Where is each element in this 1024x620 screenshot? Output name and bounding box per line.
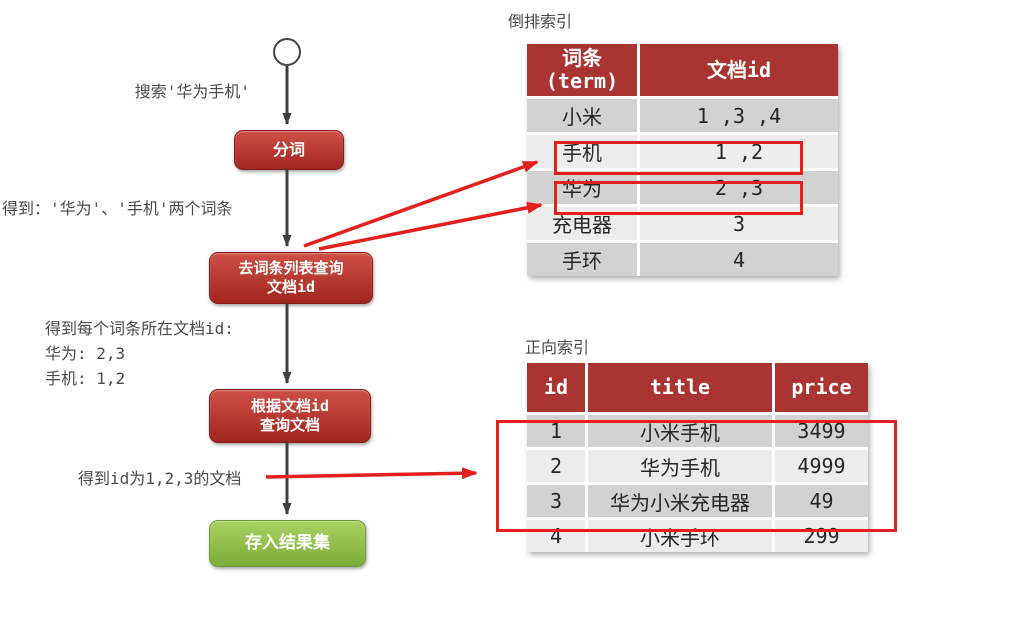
forward_index-cell-1-2: 4999 xyxy=(772,447,868,482)
inverted_index-cell-4-1: 4 xyxy=(637,240,838,276)
inverted-index-title: 倒排索引 xyxy=(508,12,573,31)
inverted_index-cell-0-1: 1 ,3 ,4 xyxy=(637,96,838,132)
forward_index-header-2: price xyxy=(772,363,868,412)
forward_index-cell-1-1: 华为手机 xyxy=(585,447,772,482)
forward_index-cell-1-0: 2 xyxy=(527,447,585,482)
note-result-docs: 得到id为1,2,3的文档 xyxy=(78,469,242,488)
forward_index-cell-2-0: 3 xyxy=(527,482,585,517)
step-tokenize: 分词 xyxy=(234,130,344,170)
highlight-rect-term-huawei xyxy=(554,181,803,215)
step-store-results: 存入结果集 xyxy=(209,520,366,567)
inverted_index-header-0: 词条 (term) xyxy=(527,44,637,96)
note-doc-ids: 得到每个词条所在文档id: 华为: 2,3 手机: 1,2 xyxy=(45,319,234,388)
start-node xyxy=(273,38,301,66)
inverted_index-header-1: 文档id xyxy=(637,44,838,96)
inverted_index-cell-3-1: 3 xyxy=(637,204,838,240)
inverted_index-cell-3-0: 充电器 xyxy=(527,204,637,240)
annotation-arrow-huawei xyxy=(318,201,543,251)
forward-index-title: 正向索引 xyxy=(525,338,590,357)
forward_index-cell-0-1: 小米手机 xyxy=(585,412,772,447)
note-two-terms: 得到：'华为'、'手机'两个词条 xyxy=(2,199,233,218)
forward_index-cell-0-2: 3499 xyxy=(772,412,868,447)
forward_index-header-0: id xyxy=(527,363,585,412)
note-search-query: 搜索'华为手机' xyxy=(134,82,250,101)
highlight-rect-doc-rows xyxy=(496,420,897,532)
forward_index-cell-2-1: 华为小米充电器 xyxy=(585,482,772,517)
inverted_index-cell-4-0: 手环 xyxy=(527,240,637,276)
highlight-rect-term-shouji xyxy=(554,141,803,175)
forward_index-header-1: title xyxy=(585,363,772,412)
annotation-arrow-docs xyxy=(265,467,478,480)
forward_index-cell-0-0: 1 xyxy=(527,412,585,447)
step-lookup-term-list: 去词条列表查询 文档id xyxy=(209,252,373,304)
annotation-arrow-shouji xyxy=(303,160,539,248)
step-query-docs: 根据文档id 查询文档 xyxy=(209,389,371,443)
forward_index-cell-3-2: 299 xyxy=(772,517,868,552)
inverted_index-cell-1-0: 手机 xyxy=(527,132,637,168)
inverted_index-cell-0-0: 小米 xyxy=(527,96,637,132)
forward_index-cell-2-2: 49 xyxy=(772,482,868,517)
